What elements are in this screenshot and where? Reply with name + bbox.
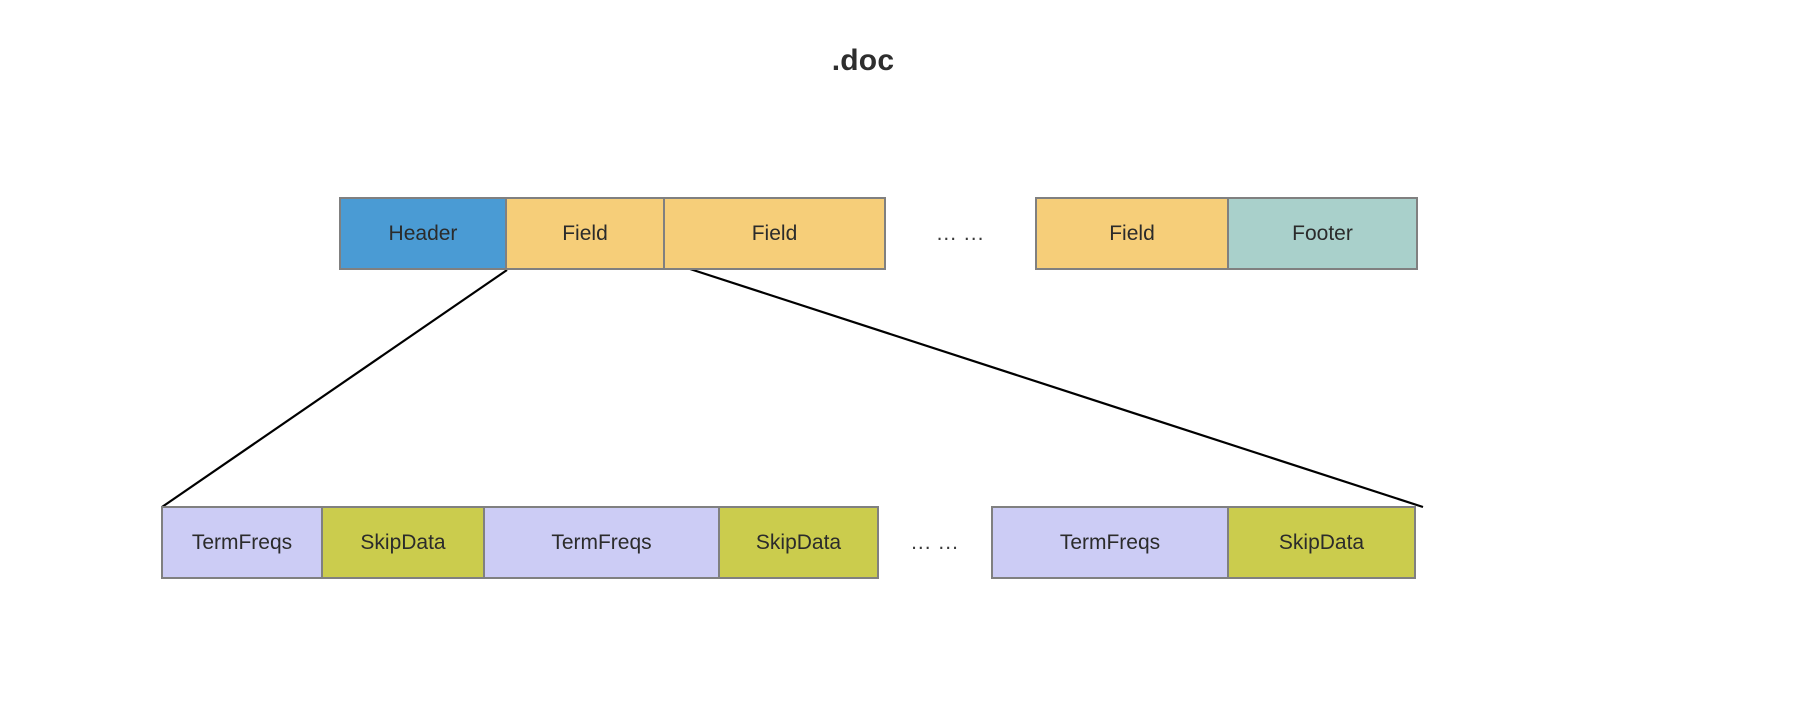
block-skipdata-n[interactable]: SkipData bbox=[1227, 506, 1416, 579]
doc-file-segment-group-left: Header Field Field bbox=[339, 197, 886, 270]
field-payload-group-left: TermFreqs SkipData TermFreqs SkipData bbox=[161, 506, 879, 579]
block-field-1[interactable]: Field bbox=[505, 197, 665, 270]
block-termfreqs-1[interactable]: TermFreqs bbox=[161, 506, 323, 579]
block-field-2[interactable]: Field bbox=[663, 197, 886, 270]
block-termfreqs-2[interactable]: TermFreqs bbox=[483, 506, 720, 579]
block-skipdata-2-label: SkipData bbox=[755, 531, 842, 554]
page-title: .doc bbox=[831, 44, 895, 77]
block-skipdata-1[interactable]: SkipData bbox=[321, 506, 485, 579]
block-header-label: Header bbox=[388, 222, 458, 245]
block-termfreqs-1-label: TermFreqs bbox=[191, 531, 293, 554]
doc-file-ellipsis: ... ... bbox=[936, 221, 985, 245]
block-header[interactable]: Header bbox=[339, 197, 507, 270]
connector-line-field-to-payload-left bbox=[161, 269, 508, 508]
connector-line-field-to-payload-right bbox=[689, 267, 1424, 509]
field-payload-ellipsis: ... ... bbox=[911, 530, 959, 554]
block-skipdata-1-label: SkipData bbox=[360, 531, 446, 554]
block-termfreqs-n[interactable]: TermFreqs bbox=[991, 506, 1229, 579]
block-footer-label: Footer bbox=[1292, 222, 1353, 245]
block-field-n[interactable]: Field bbox=[1035, 197, 1229, 270]
block-skipdata-n-label: SkipData bbox=[1278, 531, 1365, 554]
block-termfreqs-n-label: TermFreqs bbox=[1059, 531, 1161, 554]
field-payload-layout-row: TermFreqs SkipData TermFreqs SkipData ..… bbox=[161, 506, 1416, 579]
block-termfreqs-2-label: TermFreqs bbox=[551, 531, 652, 554]
field-payload-group-right: TermFreqs SkipData bbox=[991, 506, 1416, 579]
block-skipdata-2[interactable]: SkipData bbox=[718, 506, 879, 579]
block-footer[interactable]: Footer bbox=[1227, 197, 1418, 270]
doc-file-segment-group-right: Field Footer bbox=[1035, 197, 1418, 270]
block-field-2-label: Field bbox=[751, 222, 798, 245]
doc-file-layout-row: Header Field Field ... ... Field Footer bbox=[339, 197, 1418, 270]
block-field-1-label: Field bbox=[562, 222, 608, 245]
block-field-n-label: Field bbox=[1109, 222, 1155, 245]
